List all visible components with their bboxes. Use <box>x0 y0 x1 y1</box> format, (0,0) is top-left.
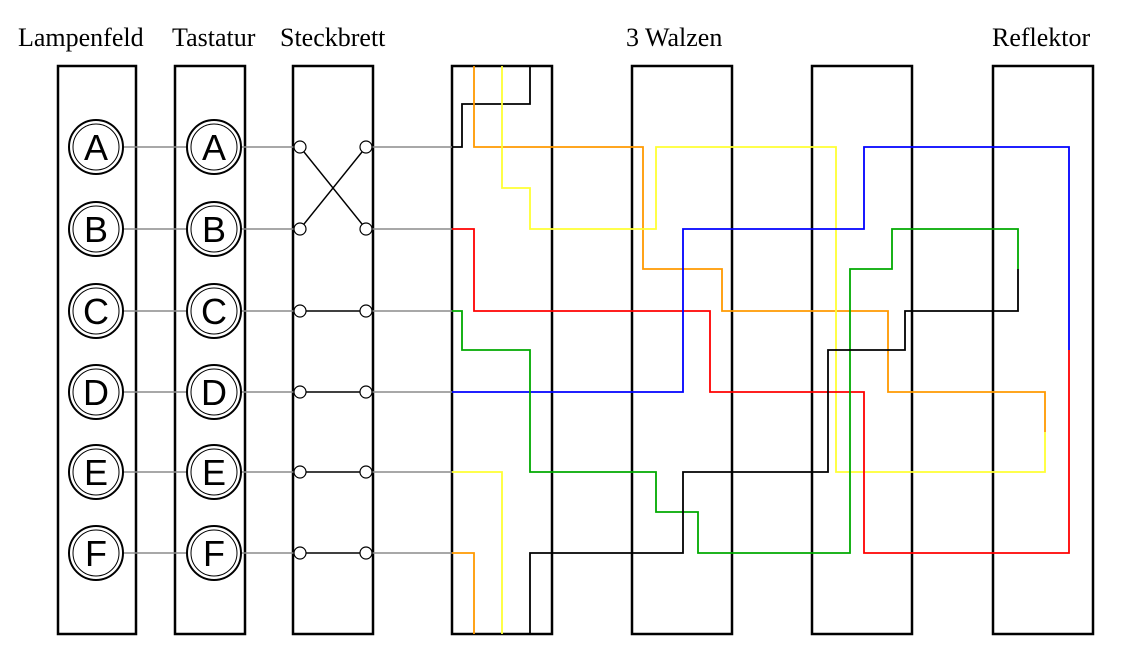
lamp-a-bulb <box>68 119 124 175</box>
lamp-e-ring <box>72 448 120 496</box>
plug-socket-left-b[interactable] <box>293 222 307 236</box>
key-a-label: A <box>202 127 226 168</box>
lamp-f-label: F <box>85 533 107 574</box>
lamp-f: F <box>68 525 124 581</box>
plug-socket-left-d[interactable] <box>293 385 307 399</box>
lamp-c-label: C <box>83 291 109 332</box>
wire-red <box>452 228 1070 554</box>
key-f-label: F <box>203 533 225 574</box>
wire-black-top <box>452 66 531 148</box>
lamp-a-ring <box>72 123 120 171</box>
key-c-cap[interactable] <box>186 283 242 339</box>
wire-yellow-top <box>501 66 1046 473</box>
plug-socket-right-b[interactable] <box>359 222 373 236</box>
key-e-cap[interactable] <box>186 444 242 500</box>
plugboard-wiring <box>293 140 373 560</box>
lamp-b-ring <box>72 205 120 253</box>
rotor-wiring <box>452 66 1070 635</box>
key-b[interactable]: B <box>186 201 242 257</box>
key-c-ring <box>190 287 238 335</box>
key-e-label: E <box>202 452 226 493</box>
plug-socket-right-a[interactable] <box>359 140 373 154</box>
plug-socket-right-c[interactable] <box>359 304 373 318</box>
lamp-b-label: B <box>84 209 108 250</box>
lamp-f-bulb <box>68 525 124 581</box>
heading-tastatur: Tastatur <box>172 23 256 52</box>
plug-socket-right-e[interactable] <box>359 465 373 479</box>
lamp-f-ring <box>72 529 120 577</box>
lamp-c-ring <box>72 287 120 335</box>
wire-yellow-bottom <box>452 471 503 634</box>
steckbrett-panel <box>291 64 375 636</box>
lamp-c: C <box>68 283 124 339</box>
lamp-e-bulb <box>68 444 124 500</box>
key-a[interactable]: A <box>186 119 242 175</box>
key-d-cap[interactable] <box>186 364 242 420</box>
key-f[interactable]: F <box>186 525 242 581</box>
lamp-e-label: E <box>84 452 108 493</box>
lamp-a-label: A <box>84 127 108 168</box>
wire-black-lower <box>452 269 1019 635</box>
key-d-ring <box>190 368 238 416</box>
lamp-d: D <box>68 364 124 420</box>
plug-socket-left-c[interactable] <box>293 304 307 318</box>
lamp-d-ring <box>72 368 120 416</box>
key-e-ring <box>190 448 238 496</box>
key-b-ring <box>190 205 238 253</box>
plug-socket-left-a[interactable] <box>293 140 307 154</box>
key-b-cap[interactable] <box>186 201 242 257</box>
key-d[interactable]: D <box>186 364 242 420</box>
key-f-ring <box>190 529 238 577</box>
key-c[interactable]: C <box>186 283 242 339</box>
heading-walzen: 3 Walzen <box>626 23 722 52</box>
wire-green <box>452 228 1019 554</box>
key-e[interactable]: E <box>186 444 242 500</box>
lamp-b: B <box>68 201 124 257</box>
key-c-label: C <box>201 291 227 332</box>
key-a-ring <box>190 123 238 171</box>
connection-lines <box>122 146 452 554</box>
plug-cross-b <box>299 146 367 230</box>
key-f-cap[interactable] <box>186 525 242 581</box>
heading-lampenfeld: Lampenfeld <box>18 23 144 52</box>
wire-orange-bottom <box>452 552 475 634</box>
heading-steckbrett: Steckbrett <box>280 23 386 52</box>
plug-socket-right-f[interactable] <box>359 546 373 560</box>
rotor-2-panel <box>630 64 734 636</box>
wire-orange-top <box>473 66 1046 432</box>
lamp-d-label: D <box>83 372 109 413</box>
key-a-cap[interactable] <box>186 119 242 175</box>
key-d-label: D <box>201 372 227 413</box>
lamp-c-bulb <box>68 283 124 339</box>
wire-blue <box>452 146 1070 393</box>
lamp-d-bulb <box>68 364 124 420</box>
lamp-e: E <box>68 444 124 500</box>
heading-reflektor: Reflektor <box>992 23 1091 52</box>
lamp-a: A <box>68 119 124 175</box>
plug-socket-right-d[interactable] <box>359 385 373 399</box>
plug-socket-left-e[interactable] <box>293 465 307 479</box>
key-b-label: B <box>202 209 226 250</box>
plug-socket-left-f[interactable] <box>293 546 307 560</box>
lamp-b-bulb <box>68 201 124 257</box>
reflektor-panel <box>991 64 1095 636</box>
